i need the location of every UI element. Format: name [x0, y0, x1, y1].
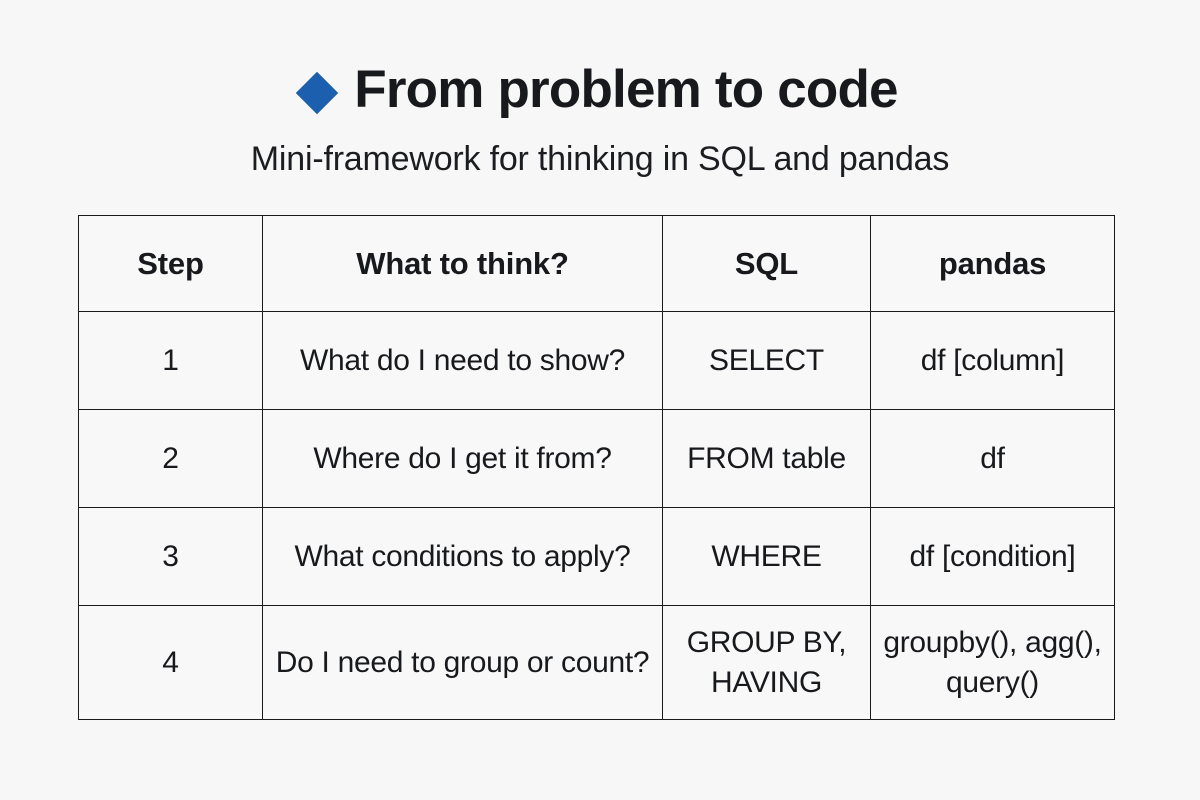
column-header-pandas: pandas	[870, 215, 1115, 312]
page-subtitle: Mini-framework for thinking in SQL and p…	[250, 140, 950, 178]
page-title: From problem to code	[354, 60, 898, 119]
cell-step-3: 3	[78, 507, 263, 606]
table-row: 2 Where do I get it from? FROM table df	[78, 409, 1115, 508]
framework-table: Step What to think? SQL pandas 1 What do…	[78, 215, 1115, 720]
title-row: From problem to code	[0, 62, 1200, 118]
table-row: 3 What conditions to apply? WHERE df [co…	[78, 507, 1115, 606]
cell-pandas-2: df	[870, 409, 1115, 508]
column-header-step: Step	[78, 215, 263, 312]
cell-think-4: Do I need to group or count?	[262, 605, 663, 720]
cell-think-3: What conditions to apply?	[262, 507, 663, 606]
cell-pandas-3: df [condition]	[870, 507, 1115, 606]
cell-sql-3: WHERE	[662, 507, 871, 606]
cell-pandas-1: df [column]	[870, 311, 1115, 410]
cell-pandas-4: groupby(), agg(), query()	[870, 605, 1115, 720]
cell-sql-4: GROUP BY, HAVING	[662, 605, 871, 720]
table-row: 1 What do I need to show? SELECT df [col…	[78, 311, 1115, 410]
blue-diamond-icon	[296, 71, 339, 115]
table-header-row: Step What to think? SQL pandas	[78, 215, 1115, 312]
cell-sql-1: SELECT	[662, 311, 871, 410]
cell-think-1: What do I need to show?	[262, 311, 663, 410]
column-header-what-to-think: What to think?	[262, 215, 663, 312]
cell-think-2: Where do I get it from?	[262, 409, 663, 508]
column-header-sql: SQL	[662, 215, 871, 312]
cell-step-2: 2	[78, 409, 263, 508]
table-body: 1 What do I need to show? SELECT df [col…	[78, 311, 1115, 720]
table-header: Step What to think? SQL pandas	[78, 215, 1115, 312]
table-row: 4 Do I need to group or count? GROUP BY,…	[78, 605, 1115, 720]
cell-step-4: 4	[78, 605, 263, 720]
cell-step-1: 1	[78, 311, 263, 410]
cell-sql-2: FROM table	[662, 409, 871, 508]
framework-table-container: Step What to think? SQL pandas 1 What do…	[78, 215, 1115, 720]
